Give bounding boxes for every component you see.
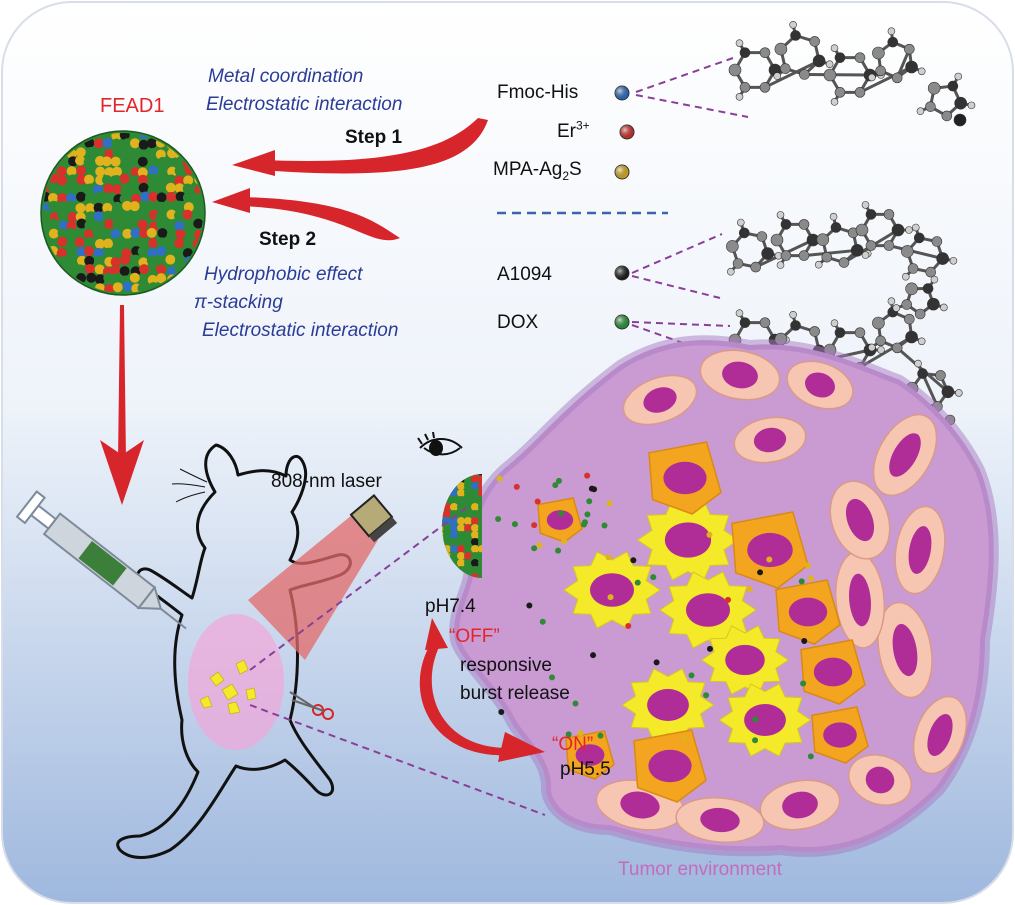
electrostatic-interaction-label-1: Electrostatic interaction bbox=[206, 94, 403, 115]
legend-er3: Er3+ bbox=[557, 118, 590, 142]
a1094-molecule bbox=[726, 201, 958, 281]
legend-dox: DOX bbox=[497, 312, 539, 333]
legend-fmoc-his: Fmoc-His bbox=[497, 82, 579, 103]
pi-stacking-label: π-stacking bbox=[194, 292, 283, 313]
tumor-environment-label: Tumor environment bbox=[618, 859, 783, 880]
legend-mpa-ag2s: MPA-Ag2S bbox=[493, 159, 582, 183]
electrostatic-interaction-label-2: Electrostatic interaction bbox=[202, 320, 399, 341]
mouse-tumor-site bbox=[188, 614, 284, 750]
fead1-nanoparticle bbox=[40, 130, 206, 296]
responsive-label: responsive bbox=[460, 655, 552, 676]
tumor-site-particles bbox=[199, 659, 257, 715]
scissors-icon bbox=[289, 691, 334, 720]
fead1-label: FEAD1 bbox=[100, 95, 165, 117]
zoom-lines bbox=[249, 504, 546, 816]
ph-switch-arrow bbox=[419, 618, 545, 762]
burst-release-label: burst release bbox=[460, 683, 570, 704]
hydrophobic-effect-label: Hydrophobic effect bbox=[204, 264, 363, 285]
eye-icon bbox=[417, 431, 463, 456]
step1-label: Step 1 bbox=[345, 127, 403, 148]
off-label: “OFF” bbox=[449, 626, 500, 647]
step2-arrow bbox=[212, 188, 400, 241]
syringe-icon bbox=[15, 490, 187, 630]
laser-label: 808-nm laser bbox=[271, 471, 382, 492]
on-label: “ON” bbox=[552, 734, 594, 755]
ph74-label: pH7.4 bbox=[425, 596, 476, 617]
releasing-nanoparticle bbox=[442, 472, 814, 760]
tumor-region bbox=[449, 335, 999, 857]
step2-label: Step 2 bbox=[259, 229, 317, 250]
ph55-label: pH5.5 bbox=[560, 759, 611, 780]
laser-device bbox=[248, 494, 398, 660]
metal-coordination-label: Metal coordination bbox=[208, 66, 364, 87]
legend-a1094: A1094 bbox=[497, 264, 552, 285]
down-arrow bbox=[100, 305, 144, 505]
step1-arrow bbox=[232, 118, 488, 176]
fmoc-his-molecule bbox=[728, 20, 976, 127]
